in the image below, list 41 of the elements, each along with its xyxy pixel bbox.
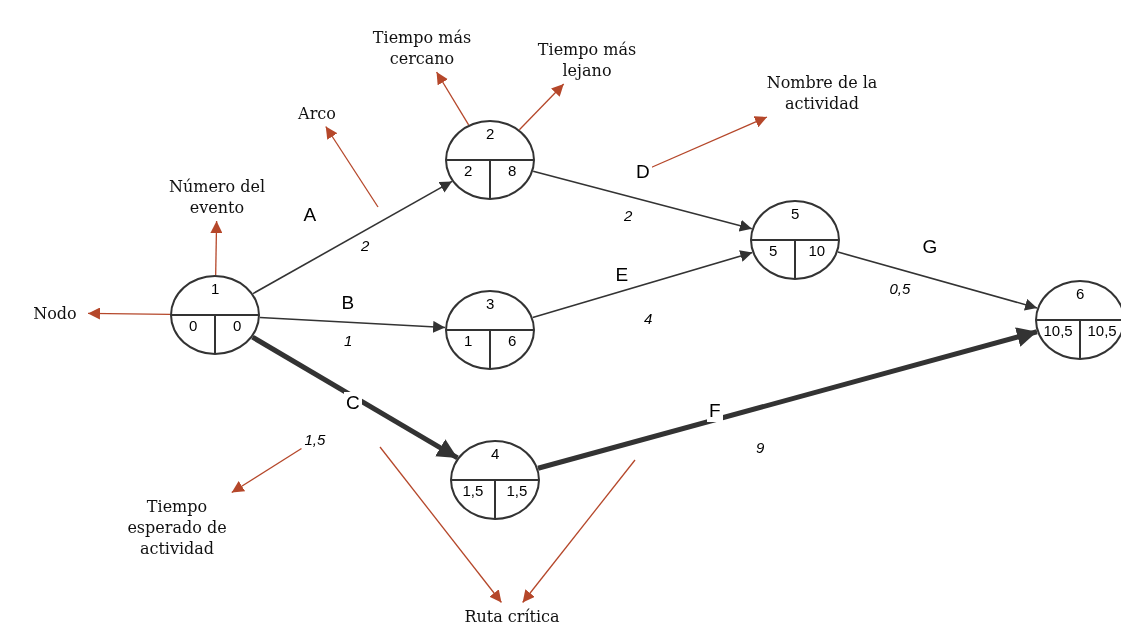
- leader-line: [87, 307, 171, 320]
- latest-time: 8: [508, 162, 517, 180]
- latest-time: 6: [508, 332, 517, 350]
- arrow: [251, 334, 459, 461]
- event-number: 1: [211, 280, 220, 298]
- leader-line: [379, 446, 503, 604]
- annotation-label: Tiempo más lejano: [532, 39, 642, 81]
- latest-time: 0: [233, 317, 242, 335]
- leader-line: [231, 447, 303, 494]
- event-number: 4: [491, 445, 500, 463]
- earliest-time: 1,5: [462, 482, 484, 500]
- annotation-label: Número del evento: [157, 176, 277, 218]
- arrow: [532, 170, 753, 232]
- latest-time: 1,5: [506, 482, 528, 500]
- earliest-time: 5: [769, 242, 778, 260]
- event-number: 5: [791, 205, 800, 223]
- leader-line: [518, 83, 565, 131]
- arrow: [537, 327, 1038, 471]
- arrow: [259, 316, 446, 333]
- annotation-label: Tiempo más cercano: [362, 27, 482, 69]
- earliest-time: 1: [464, 332, 473, 350]
- earliest-time: 2: [464, 162, 473, 180]
- annotation-label: Nombre de la actividad: [757, 72, 887, 114]
- leader-line: [435, 71, 470, 126]
- leader-line: [522, 459, 636, 604]
- annotation-label: Ruta crítica: [457, 605, 567, 627]
- arrow: [837, 251, 1038, 311]
- arrow: [531, 250, 754, 319]
- event-number: 3: [486, 295, 495, 313]
- annotation-label: Tiempo esperado de actividad: [122, 495, 232, 559]
- earliest-time: 0: [189, 317, 198, 335]
- annotation-label: Arco: [287, 102, 347, 124]
- arrow: [252, 180, 453, 295]
- event-number: 6: [1076, 285, 1085, 303]
- event-number: 2: [486, 125, 495, 143]
- leader-line: [325, 125, 379, 208]
- latest-time: 10: [808, 242, 826, 260]
- latest-time: 10,5: [1087, 322, 1117, 340]
- earliest-time: 10,5: [1043, 322, 1073, 340]
- leader-line: [210, 220, 223, 276]
- annotation-label: Nodo: [25, 302, 85, 324]
